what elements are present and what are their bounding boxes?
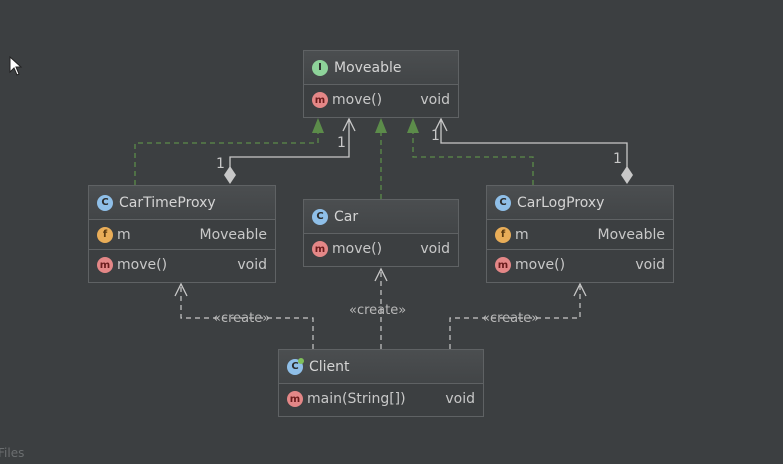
field-row[interactable]: f m Moveable bbox=[487, 220, 673, 250]
method-icon: m bbox=[97, 257, 113, 273]
method-name: move() bbox=[332, 241, 383, 257]
dependency-client-cartimeproxy bbox=[174, 282, 314, 349]
method-icon: m bbox=[312, 241, 328, 257]
class-icon: C bbox=[287, 357, 304, 375]
class-icon: C bbox=[97, 194, 113, 211]
class-icon: C bbox=[312, 208, 328, 225]
class-name: Moveable bbox=[334, 59, 402, 76]
class-header[interactable]: C CarTimeProxy bbox=[89, 186, 275, 220]
field-name: m bbox=[515, 226, 529, 243]
abstract-method-icon: m bbox=[312, 92, 328, 108]
method-return-type: void bbox=[420, 241, 450, 257]
class-name: Car bbox=[334, 208, 359, 225]
method-return-type: void bbox=[237, 257, 267, 273]
class-box-carlogproxy[interactable]: C CarLogProxy f m Moveable m move() void bbox=[486, 185, 674, 283]
files-label: Files bbox=[0, 446, 25, 460]
class-kind-letter: C bbox=[291, 361, 299, 372]
class-name: Client bbox=[309, 358, 350, 375]
dependency-client-car bbox=[374, 267, 388, 349]
field-type: Moveable bbox=[199, 226, 267, 243]
create-stereotype-label: «create» bbox=[482, 311, 540, 326]
multiplicity-label: 1 bbox=[431, 128, 440, 144]
class-header[interactable]: C CarLogProxy bbox=[487, 186, 673, 220]
multiplicity-label: 1 bbox=[613, 151, 622, 167]
method-name: move() bbox=[117, 257, 168, 273]
field-icon: f bbox=[97, 226, 113, 243]
field-row[interactable]: f m Moveable bbox=[89, 220, 275, 250]
aggregation-cartimeproxy-moveable bbox=[224, 117, 356, 184]
dependency-client-carlogproxy bbox=[449, 282, 587, 349]
class-box-cartimeproxy[interactable]: C CarTimeProxy f m Moveable m move() voi… bbox=[88, 185, 276, 283]
method-name: move() bbox=[332, 92, 383, 108]
realization-cartimeproxy-moveable bbox=[134, 118, 324, 185]
method-name: main(String[]) bbox=[307, 391, 406, 407]
class-header[interactable]: C Car bbox=[304, 200, 458, 234]
class-box-car[interactable]: C Car m move() void bbox=[303, 199, 459, 267]
method-row[interactable]: m main(String[]) void bbox=[279, 384, 483, 414]
aggregation-carlogproxy-moveable bbox=[434, 117, 633, 184]
class-header[interactable]: C Client bbox=[279, 350, 483, 384]
method-icon: m bbox=[495, 257, 511, 273]
realization-car-moveable bbox=[375, 118, 387, 199]
class-icon: C bbox=[495, 194, 511, 211]
method-row[interactable]: m move() void bbox=[304, 85, 458, 115]
field-name: m bbox=[117, 226, 131, 243]
method-name: move() bbox=[515, 257, 566, 273]
create-stereotype-label: «create» bbox=[349, 303, 407, 318]
runnable-marker-icon bbox=[298, 357, 304, 364]
method-row[interactable]: m move() void bbox=[487, 250, 673, 280]
realization-carlogproxy-moveable bbox=[407, 118, 534, 185]
static-method-icon: m bbox=[287, 391, 303, 407]
multiplicity-label: 1 bbox=[216, 156, 225, 172]
mouse-pointer-icon bbox=[9, 56, 23, 76]
method-return-type: void bbox=[445, 391, 475, 407]
interface-icon: I bbox=[312, 59, 328, 76]
create-stereotype-label: «create» bbox=[213, 311, 271, 326]
method-return-type: void bbox=[420, 92, 450, 108]
class-header[interactable]: I Moveable bbox=[304, 51, 458, 85]
method-row[interactable]: m move() void bbox=[304, 234, 458, 264]
method-row[interactable]: m move() void bbox=[89, 250, 275, 280]
method-kind-letter: m bbox=[289, 393, 301, 405]
field-type: Moveable bbox=[597, 226, 665, 243]
class-box-client[interactable]: C Client m main(String[]) void bbox=[278, 349, 484, 417]
method-return-type: void bbox=[635, 257, 665, 273]
class-name: CarLogProxy bbox=[517, 194, 605, 211]
class-box-moveable[interactable]: I Moveable m move() void bbox=[303, 50, 459, 118]
field-icon: f bbox=[495, 226, 511, 243]
multiplicity-label: 1 bbox=[337, 135, 346, 151]
class-name: CarTimeProxy bbox=[119, 194, 216, 211]
